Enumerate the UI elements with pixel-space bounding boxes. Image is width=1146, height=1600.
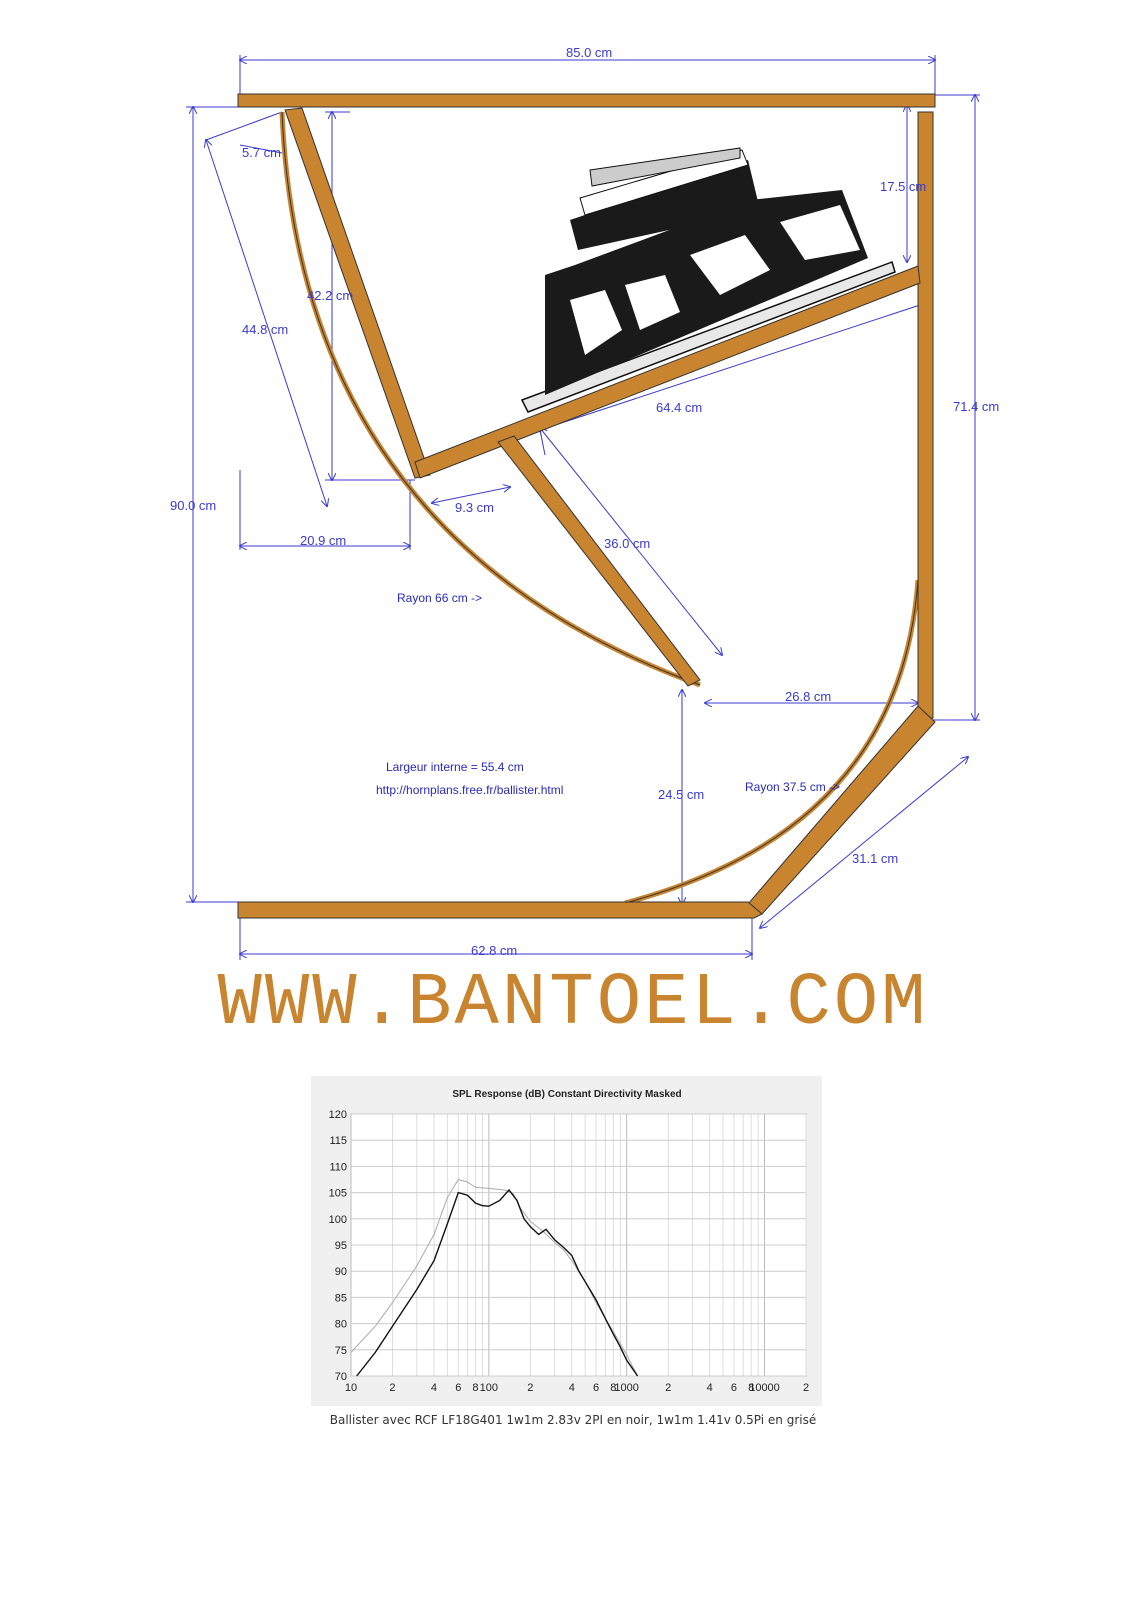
dim-driver-depth: 17.5 cm bbox=[880, 179, 926, 194]
dim-top-width: 85.0 cm bbox=[566, 45, 612, 60]
dim-offset: 20.9 cm bbox=[300, 533, 346, 548]
x-tick-label: 6 bbox=[455, 1382, 461, 1394]
dim-diagonal: 31.1 cm bbox=[852, 851, 898, 866]
note-internal-width: Largeur interne = 55.4 cm bbox=[386, 760, 524, 774]
chart-title: SPL Response (dB) Constant Directivity M… bbox=[452, 1089, 681, 1100]
y-tick-label: 70 bbox=[335, 1371, 347, 1383]
spl-response-chart-panel: SPL Response (dB) Constant Directivity M… bbox=[311, 1076, 822, 1406]
dimension-labels: 85.0 cm 90.0 cm 71.4 cm 5.7 cm 42.2 cm 4… bbox=[170, 45, 999, 958]
note-radius-37-5: Rayon 37.5 cm -> bbox=[745, 780, 840, 794]
top-panel bbox=[237, 93, 936, 108]
response-series bbox=[350, 1178, 639, 1377]
horn-curves bbox=[279, 111, 921, 906]
x-tick-label: 1000 bbox=[614, 1382, 638, 1394]
x-tick-label: 2 bbox=[803, 1382, 809, 1394]
x-tick-label: 6 bbox=[731, 1382, 737, 1394]
y-tick-label: 100 bbox=[329, 1214, 347, 1226]
x-tick-label: 100 bbox=[480, 1382, 498, 1394]
dim-throat: 42.2 cm bbox=[307, 288, 353, 303]
note-radius-66: Rayon 66 cm -> bbox=[397, 591, 482, 605]
y-tick-label: 95 bbox=[335, 1240, 347, 1252]
x-tick-label: 8 bbox=[748, 1382, 754, 1394]
y-tick-label: 90 bbox=[335, 1266, 347, 1278]
right-angle-panel bbox=[747, 705, 936, 915]
x-tick-label: 10 bbox=[345, 1382, 357, 1394]
y-tick-label: 80 bbox=[335, 1319, 347, 1331]
dim-bottom-width: 62.8 cm bbox=[471, 943, 517, 958]
brand-watermark: WWW.BANTOEL.COM bbox=[217, 962, 929, 1046]
spl-response-chart: SPL Response (dB) Constant Directivity M… bbox=[329, 1089, 809, 1394]
dim-mouth: 5.7 cm bbox=[242, 145, 281, 160]
x-tick-label: 4 bbox=[569, 1382, 575, 1394]
chart-caption: Ballister avec RCF LF18G401 1w1m 2.83v 2… bbox=[329, 1413, 817, 1427]
x-tick-label: 2 bbox=[389, 1382, 395, 1394]
x-tick-label: 8 bbox=[610, 1382, 616, 1394]
x-tick-label: 4 bbox=[707, 1382, 713, 1394]
dim-tip-vertical: 24.5 cm bbox=[658, 787, 704, 802]
throat-panel bbox=[284, 107, 431, 479]
dim-side: 44.8 cm bbox=[242, 322, 288, 337]
y-tick-label: 115 bbox=[329, 1135, 347, 1147]
x-tick-label: 4 bbox=[431, 1382, 437, 1394]
x-tick-label: 2 bbox=[665, 1382, 671, 1394]
horn-enclosure-diagram: 85.0 cm 90.0 cm 71.4 cm 5.7 cm 42.2 cm 4… bbox=[170, 45, 999, 960]
x-tick-label: 2 bbox=[527, 1382, 533, 1394]
y-tick-label: 85 bbox=[335, 1292, 347, 1304]
divider-panel bbox=[497, 435, 701, 687]
y-tick-label: 120 bbox=[329, 1109, 347, 1121]
right-panel bbox=[917, 111, 934, 719]
x-tick-label: 8 bbox=[472, 1382, 478, 1394]
y-tick-label: 75 bbox=[335, 1345, 347, 1357]
y-tick-label: 105 bbox=[329, 1188, 347, 1200]
baffle-panel bbox=[414, 265, 921, 479]
dim-right-height: 71.4 cm bbox=[953, 399, 999, 414]
series-black-line bbox=[356, 1188, 639, 1377]
dim-divider: 36.0 cm bbox=[604, 536, 650, 551]
x-tick-label: 10000 bbox=[749, 1382, 780, 1394]
note-url: http://hornplans.free.fr/ballister.html bbox=[376, 783, 563, 797]
x-tick-label: 6 bbox=[593, 1382, 599, 1394]
bottom-panel bbox=[237, 901, 763, 919]
dim-left-height: 90.0 cm bbox=[170, 498, 216, 513]
wood-panels bbox=[237, 93, 936, 919]
dim-baffle: 64.4 cm bbox=[656, 400, 702, 415]
chart-grid bbox=[350, 1113, 807, 1377]
driver-illustration bbox=[520, 147, 896, 413]
dim-gap: 9.3 cm bbox=[455, 500, 494, 515]
dim-tip-horizontal: 26.8 cm bbox=[785, 689, 831, 704]
y-tick-label: 110 bbox=[329, 1161, 347, 1173]
y-tick-labels: 70 75 80 85 90 95 100 105 110 115 120 bbox=[329, 1109, 347, 1383]
dimension-lines bbox=[186, 55, 980, 960]
